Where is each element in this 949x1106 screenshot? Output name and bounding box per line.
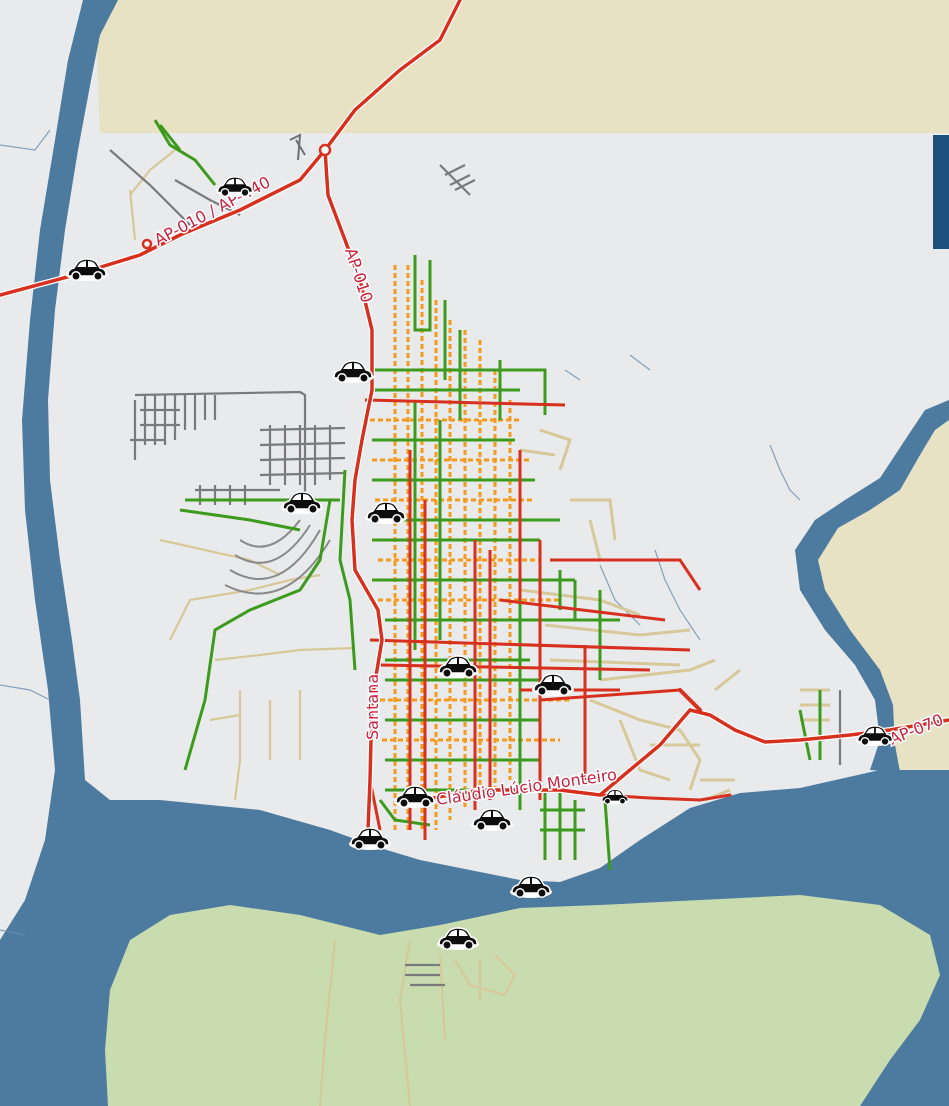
road-label-santana: Santana: [363, 674, 382, 740]
junction-marker: [141, 238, 153, 250]
streams: [0, 129, 801, 936]
side-panel-edge[interactable]: [933, 135, 949, 249]
junction-markers: [141, 143, 332, 250]
minor-roads: [128, 149, 517, 1106]
junction-marker: [318, 143, 332, 157]
island: [105, 895, 940, 1106]
local-roads: [519, 428, 830, 802]
sand-area-north: [95, 0, 949, 133]
tower-icon: [289, 133, 306, 161]
grey-street-grid: [109, 149, 842, 987]
sand-area-east: [805, 410, 949, 790]
land-west: [0, 0, 83, 940]
highways: [0, 0, 949, 833]
